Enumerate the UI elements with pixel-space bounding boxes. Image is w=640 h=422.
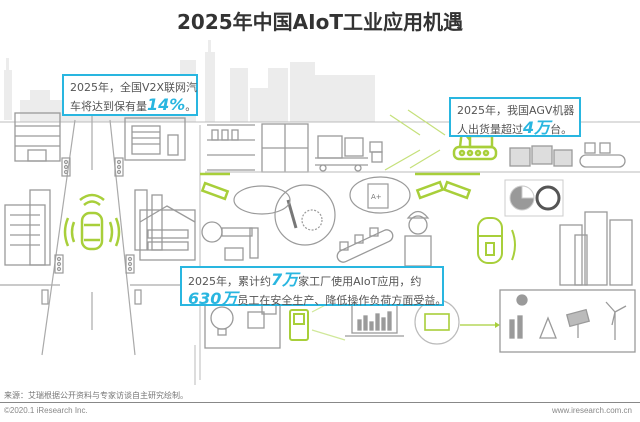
source-note: 来源：艾瑞根据公开资料与专家访谈自主研究绘制。: [4, 391, 188, 400]
website-link[interactable]: www.iresearch.com.cn: [551, 406, 632, 415]
agv-callout: 2025年，我国AGV机器 人出货量超过4万台。: [449, 97, 581, 137]
agv-suffix: 台。: [550, 123, 573, 136]
laptop-chart-icon: [345, 304, 404, 337]
office-building-icon: [4, 112, 61, 266]
aiot-callout-line2: 630万员工在安全生产、降低操作负荷方面受益。: [188, 289, 446, 309]
factory-icon: [134, 189, 196, 261]
v2x-text: 车将达到保有量: [70, 100, 147, 113]
worker-helmet-icon: [404, 210, 432, 267]
v2x-percentage: 14%: [147, 95, 186, 114]
svg-text:A+: A+: [371, 193, 382, 201]
agv-callout-line2: 人出货量超过4万台。: [457, 119, 573, 138]
boxes-conveyor-icon: [509, 142, 626, 168]
motion-lines-icon: [384, 109, 446, 171]
v2x-callout-line1: 2025年，全国V2X联网汽: [70, 81, 198, 94]
conveyor-belt-icon: [336, 227, 394, 263]
service-robot-icon: [477, 217, 516, 264]
garage-building-icon: [124, 117, 186, 161]
aiot-callout: 2025年，累计约7万家工厂使用AIoT应用，约 630万员工在安全生产、降低操…: [180, 266, 446, 309]
traffic-light-icon: [41, 157, 142, 305]
wrench-gear-icon: [233, 184, 336, 246]
factory-count: 7万: [271, 270, 299, 289]
aiot-callout-line1: 2025年，累计约7万家工厂使用AIoT应用，约: [188, 271, 436, 290]
agv-text: 人出货量超过: [457, 123, 523, 136]
surveillance-camera-icon: [200, 172, 480, 201]
page-title: 2025年中国AIoT工业应用机遇: [177, 10, 463, 34]
connected-car-icon: [63, 193, 121, 251]
v2x-callout-line2: 车将达到保有量14%。: [70, 95, 196, 115]
pipes-icon: [201, 221, 259, 261]
agv-count: 4万: [523, 118, 551, 137]
aiot-text-2: 家工厂使用AIoT应用，约: [298, 275, 422, 288]
server-rack-icon: [559, 211, 633, 286]
agv-callout-line1: 2025年，我国AGV机器: [457, 104, 575, 117]
v2x-suffix: 。: [185, 100, 197, 113]
smart-meter-icon: [289, 309, 309, 341]
certificate-icon: A+: [349, 176, 411, 214]
cart-icon: [315, 135, 383, 172]
aiot-text: 2025年，累计约: [188, 275, 271, 288]
copyright: ©2020.1 iResearch Inc.: [4, 406, 88, 415]
power-generation-icon: [499, 289, 636, 353]
footer-divider: [0, 402, 640, 403]
v2x-callout: 2025年，全国V2X联网汽 车将达到保有量14%。: [62, 74, 198, 116]
charts-panel-icon: [504, 179, 564, 217]
aiot-text-3: 员工在安全生产、降低操作负荷方面受益。: [237, 294, 447, 307]
warehouse-shelf-icon: [207, 123, 309, 173]
employee-count: 630万: [188, 289, 238, 308]
